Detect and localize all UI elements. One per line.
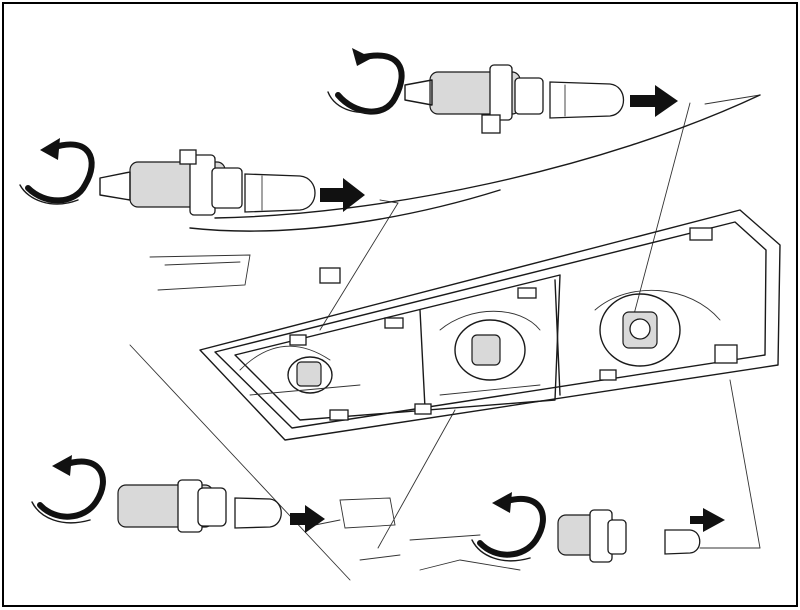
lower-body-outline (339, 497, 521, 571)
socket-assembly-bottom-left (31, 455, 325, 533)
tail-lamp-housing (199, 209, 781, 441)
leader-lines (129, 94, 761, 581)
socket-assembly-bottom-right (471, 492, 725, 563)
socket-assembly-left (19, 138, 365, 216)
socket-assembly-top (327, 48, 678, 134)
body-contour-lines (149, 94, 761, 291)
